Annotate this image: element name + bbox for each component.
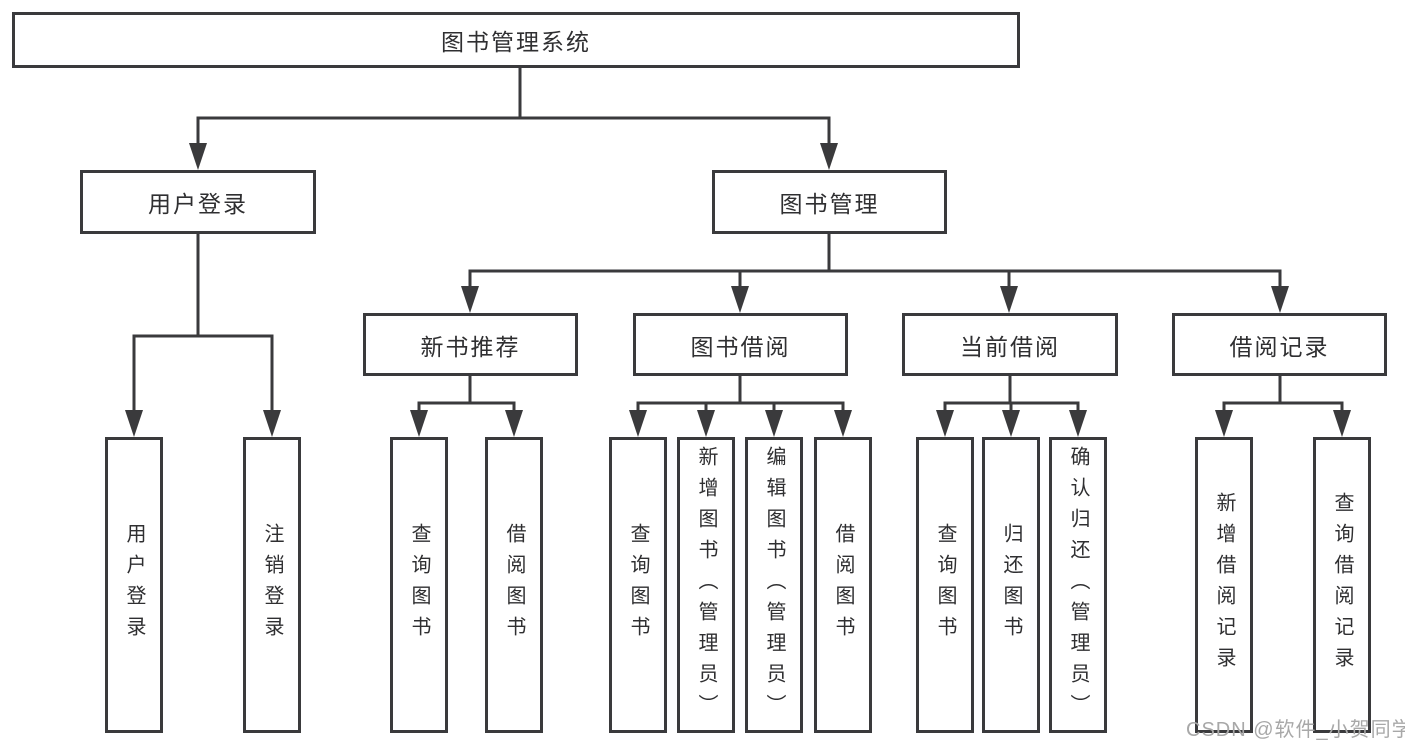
node-root: 图书管理系统: [12, 12, 1020, 68]
leaf-logout-label: 注销登录: [261, 523, 283, 647]
node-user-login-label: 用户登录: [148, 191, 248, 217]
leaf-return-books: 归还图书: [982, 437, 1040, 733]
node-borrow-records: 借阅记录: [1172, 313, 1387, 376]
leaf-add-borrow-record-label: 新增借阅记录: [1213, 492, 1235, 678]
leaf-borrow-books-1-label: 借阅图书: [503, 523, 525, 647]
node-root-label: 图书管理系统: [441, 29, 591, 55]
watermark: CSDN @软件_小贺同学: [1186, 719, 1405, 741]
leaf-user-login: 用户登录: [105, 437, 163, 733]
node-book-management-label: 图书管理: [779, 191, 880, 217]
node-user-login: 用户登录: [80, 170, 316, 234]
leaf-add-book-admin: 新增图书（管理员）: [677, 437, 735, 733]
leaf-add-borrow-record: 新增借阅记录: [1195, 437, 1253, 733]
leaf-logout: 注销登录: [243, 437, 301, 733]
node-current-borrow-label: 当前借阅: [960, 333, 1060, 360]
leaf-query-books-2-label: 查询图书: [627, 523, 649, 647]
node-book-borrow: 图书借阅: [633, 313, 848, 376]
node-new-book-recommend: 新书推荐: [363, 313, 578, 376]
leaf-query-books-1-label: 查询图书: [408, 523, 430, 647]
node-new-book-recommend-label: 新书推荐: [420, 333, 521, 360]
leaf-query-books-1: 查询图书: [390, 437, 448, 733]
node-borrow-records-label: 借阅记录: [1229, 333, 1330, 360]
leaf-edit-book-admin: 编辑图书（管理员）: [745, 437, 803, 733]
leaf-query-books-3-label: 查询图书: [934, 523, 956, 647]
leaf-query-borrow-record-label: 查询借阅记录: [1331, 492, 1353, 678]
leaf-query-borrow-record: 查询借阅记录: [1313, 437, 1371, 733]
leaf-confirm-return-admin-label: 确认归还（管理员）: [1067, 445, 1089, 725]
node-book-borrow-label: 图书借阅: [690, 333, 791, 360]
leaf-borrow-books-1: 借阅图书: [485, 437, 543, 733]
leaf-query-books-2: 查询图书: [609, 437, 667, 733]
leaf-add-book-admin-label: 新增图书（管理员）: [695, 445, 717, 725]
node-current-borrow: 当前借阅: [902, 313, 1118, 376]
node-book-management: 图书管理: [712, 170, 947, 234]
leaf-query-books-3: 查询图书: [916, 437, 974, 733]
leaf-user-login-label: 用户登录: [123, 523, 145, 647]
leaf-confirm-return-admin: 确认归还（管理员）: [1049, 437, 1107, 733]
leaf-borrow-books-2-label: 借阅图书: [832, 523, 854, 647]
leaf-edit-book-admin-label: 编辑图书（管理员）: [763, 445, 785, 725]
leaf-return-books-label: 归还图书: [1000, 523, 1022, 647]
leaf-borrow-books-2: 借阅图书: [814, 437, 872, 733]
